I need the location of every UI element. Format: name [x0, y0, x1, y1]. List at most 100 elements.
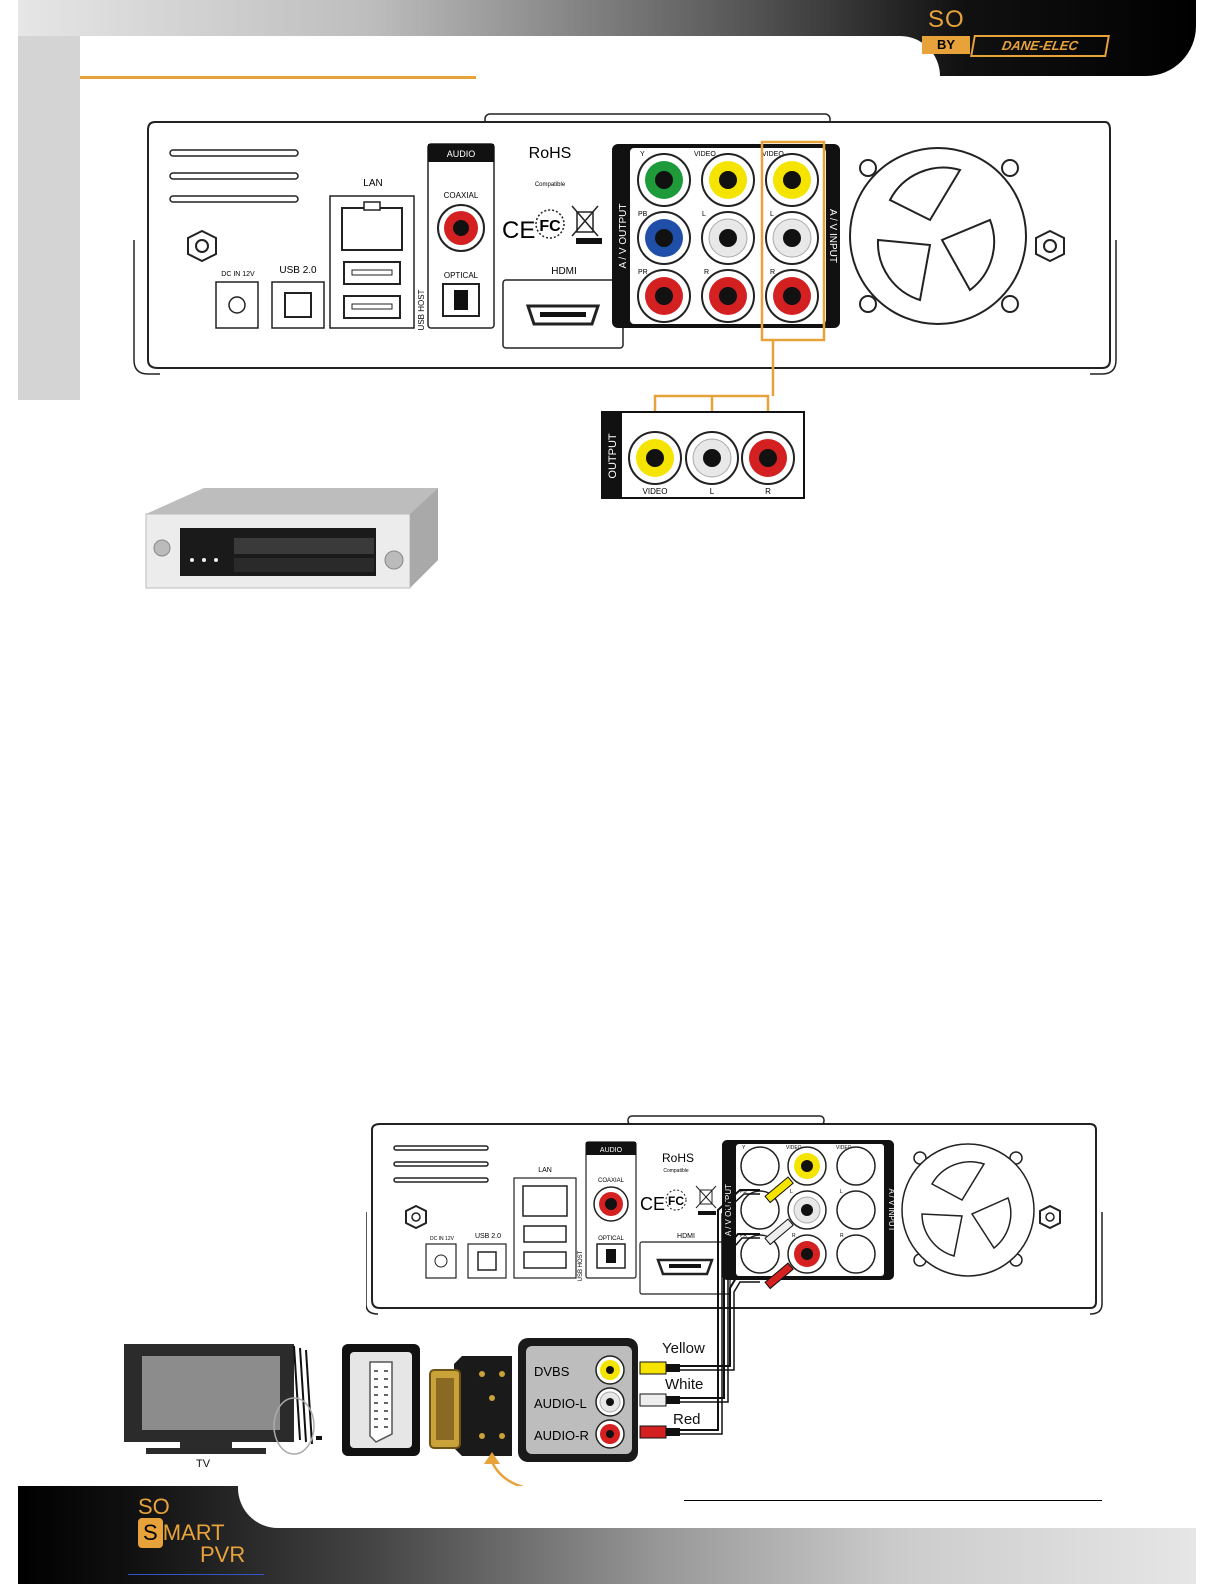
svg-text:PR: PR — [638, 269, 648, 276]
fan-grille-icon — [849, 147, 1027, 325]
screw-icon — [1035, 229, 1065, 263]
scart-audio-r-label: AUDIO-R — [534, 1428, 589, 1443]
output-jack-l — [685, 431, 739, 485]
output-jack-r — [741, 431, 795, 485]
jack-input-r-red — [765, 269, 819, 323]
arrow-right-icon — [316, 1436, 322, 1440]
screw-icon — [187, 229, 217, 263]
svg-text:USB HOST: USB HOST — [578, 1250, 584, 1281]
svg-text:VIDEO: VIDEO — [643, 487, 668, 496]
output-jack-video — [628, 431, 682, 485]
av-input-highlight — [760, 140, 826, 342]
usb-label: USB 2.0 — [279, 265, 317, 276]
dc-in-label: DC IN 12V — [221, 271, 255, 278]
svg-text:FC: FC — [668, 1194, 684, 1208]
vent-slot — [169, 172, 299, 180]
svg-text:VIDEO: VIDEO — [694, 151, 716, 158]
jack-pb-blue — [637, 211, 691, 265]
tv-label: TV — [196, 1458, 211, 1470]
output-label: OUTPUT — [607, 433, 619, 479]
svg-text:Compatible: Compatible — [535, 182, 566, 188]
coaxial-jack — [437, 204, 485, 252]
usb-a-port — [343, 295, 401, 319]
svg-text:AUDIO: AUDIO — [600, 1147, 623, 1154]
lan-port — [341, 207, 403, 251]
audio-label: AUDIO — [447, 149, 476, 159]
svg-text:R: R — [792, 1233, 796, 1239]
svg-text:DC IN 12V: DC IN 12V — [430, 1236, 455, 1242]
svg-text:R: R — [704, 269, 709, 276]
jack-y-green — [637, 153, 691, 207]
usb-a-port — [343, 261, 401, 285]
vent-slot — [169, 149, 299, 157]
scart-rca-adapter: DVBS AUDIO-L AUDIO-R — [518, 1338, 638, 1462]
hdmi-label: HDMI — [551, 266, 577, 277]
scart-adapter-plug — [429, 1356, 512, 1456]
svg-text:L: L — [710, 487, 715, 496]
cable-label-white: White — [665, 1376, 704, 1393]
svg-text:L: L — [770, 211, 774, 218]
tv-image — [124, 1344, 322, 1455]
av-input-label: A / V INPUT — [827, 209, 838, 263]
footer-rule — [684, 1500, 1102, 1501]
footer-logo-pvr: PVR — [200, 1542, 246, 1567]
device-back-panel-top: DC IN 12V USB 2.0 LAN USB HOST AUDIO COA… — [133, 113, 1117, 375]
jack-input-video-yellow — [765, 153, 819, 207]
svg-text:VIDEO: VIDEO — [786, 1145, 802, 1151]
svg-text:A / V INPUT: A / V INPUT — [887, 1188, 896, 1231]
header-logo-so: SO — [928, 6, 965, 33]
svg-text:FC: FC — [539, 218, 561, 235]
header-white-area — [80, 36, 940, 80]
svg-text:Compatible: Compatible — [663, 1168, 689, 1174]
svg-text:VIDEO: VIDEO — [836, 1145, 852, 1151]
lan-label: LAN — [363, 178, 382, 189]
tv-scart-zoom-circle — [273, 1397, 315, 1455]
footer-logo-so: SO — [138, 1494, 170, 1519]
footer-link-underline — [128, 1574, 264, 1575]
optical-label: OPTICAL — [444, 271, 479, 280]
scart-dvbs-label: DVBS — [534, 1364, 570, 1379]
rohs-logo: RoHS — [529, 145, 572, 162]
svg-text:PR: PR — [740, 1233, 747, 1239]
svg-text:RoHS: RoHS — [662, 1151, 694, 1165]
svg-text:R: R — [770, 269, 775, 276]
svg-text:CE: CE — [640, 1194, 665, 1214]
footer-logo-mart: MART — [162, 1520, 225, 1545]
svg-text:Y: Y — [640, 151, 645, 158]
svg-text:R: R — [840, 1233, 844, 1239]
jack-r-red — [701, 269, 755, 323]
jack-pr-red — [637, 269, 691, 323]
svg-text:L: L — [840, 1189, 843, 1195]
av-cables — [639, 1189, 760, 1439]
jack-input-l-white — [765, 211, 819, 265]
cable-label-yellow: Yellow — [662, 1340, 705, 1357]
svg-text:COAXIAL: COAXIAL — [598, 1178, 625, 1184]
connection-lines: OUTPUT VIDEO L R — [601, 340, 805, 499]
header-logo-by: BY — [922, 36, 970, 54]
svg-text:Y: Y — [742, 1145, 746, 1151]
fc-mark: FC — [535, 209, 565, 239]
scart-socket — [342, 1344, 420, 1456]
usb-host-label: USB HOST — [417, 289, 426, 330]
svg-text:VIDEO: VIDEO — [762, 151, 784, 158]
jack-l-white — [701, 211, 755, 265]
ce-mark: CE — [502, 217, 535, 244]
tv-screen — [142, 1356, 280, 1430]
jack-video-yellow — [701, 153, 755, 207]
coaxial-label: COAXIAL — [444, 191, 479, 200]
weee-bin-icon — [571, 205, 602, 244]
header-logo-brand: DANE-ELEC — [970, 35, 1110, 57]
footer-logo-s: S — [138, 1518, 163, 1548]
svg-text:USB 2.0: USB 2.0 — [475, 1233, 501, 1240]
screw-icon — [405, 1204, 427, 1230]
set-top-box-image — [145, 488, 438, 589]
side-bar — [18, 36, 80, 400]
svg-text:L: L — [790, 1189, 793, 1195]
svg-text:PB: PB — [638, 211, 648, 218]
vent-slot — [169, 195, 299, 203]
device-back-panel-bottom: DC IN 12V USB 2.0 LAN USB HOST AUDIO COA… — [366, 1115, 1103, 1315]
svg-text:PB: PB — [740, 1189, 747, 1195]
svg-text:OPTICAL: OPTICAL — [598, 1236, 624, 1242]
footer-white-area — [238, 1486, 1196, 1528]
